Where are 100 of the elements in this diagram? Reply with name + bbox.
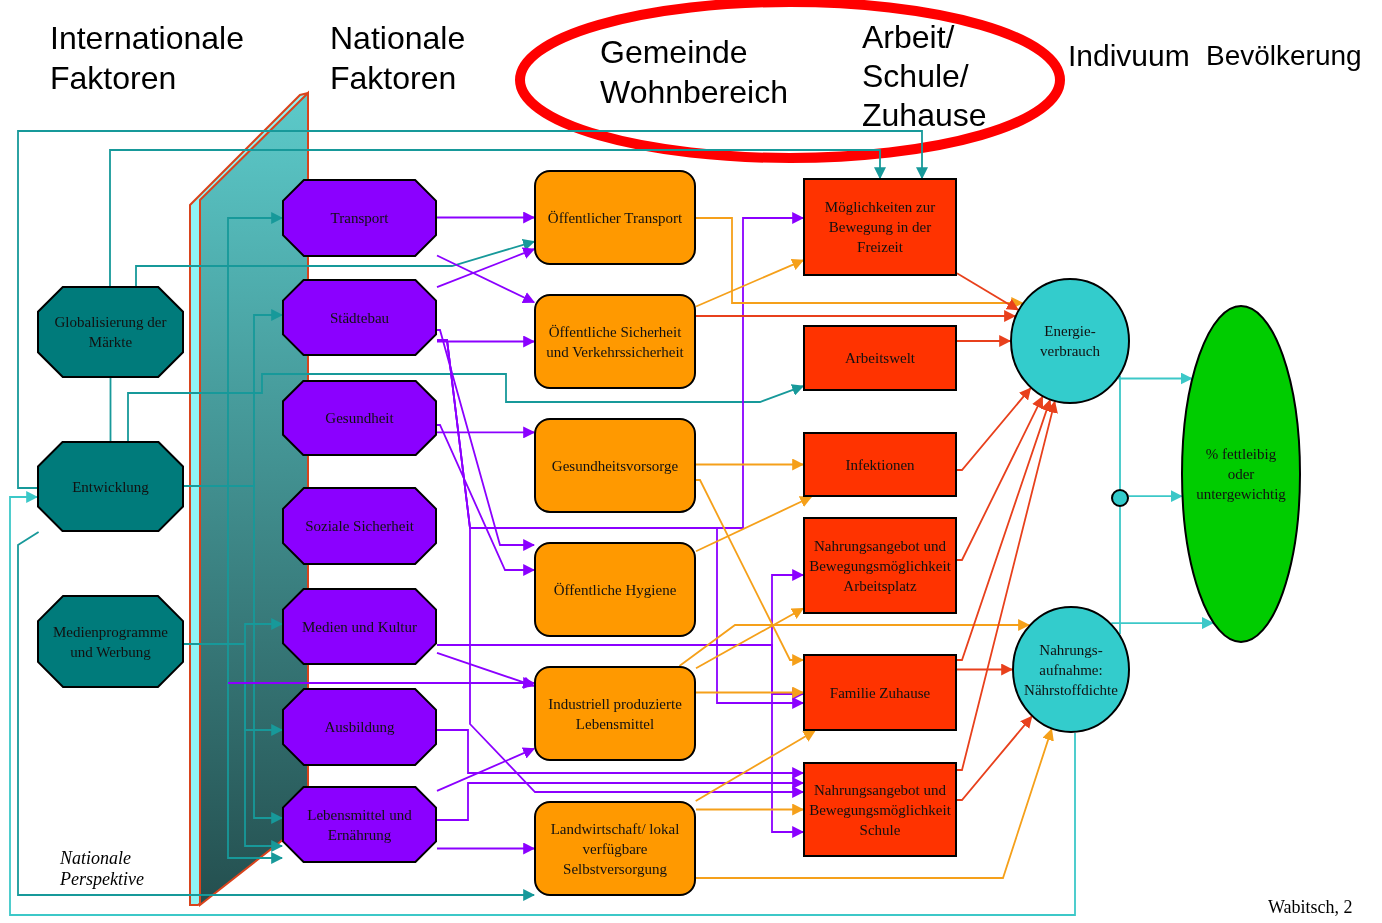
process-box: [803, 178, 957, 276]
arrow: [678, 619, 1031, 667]
octagon-node: [282, 487, 437, 565]
arrow: [436, 652, 536, 689]
rounded-box: [534, 666, 696, 761]
arrow: [436, 842, 536, 855]
node-label: Möglichkeiten zur Bewegung in der Freizeit: [823, 198, 937, 257]
node-label: Infektionen: [845, 455, 915, 475]
node-label: Landwirtschaft/ lokal verfügbare Selbstversorgung: [549, 819, 681, 879]
node-label: Gesundheitsvorsorge: [551, 456, 679, 476]
node-label: Gesundheit: [325, 409, 394, 428]
column-heading: Arbeit/ Schule/ Zuhause: [862, 18, 988, 135]
rounded-box: [534, 418, 696, 513]
arrow: [956, 400, 1058, 771]
arrow: [127, 373, 805, 442]
arrow: [956, 335, 1012, 347]
arrow: [1110, 617, 1214, 630]
process-box: [803, 325, 957, 391]
rounded-box: [534, 542, 696, 637]
node-label: Öffentliche Hygiene: [553, 580, 677, 600]
node-label: Transport: [330, 209, 389, 228]
node-label: Industriell produzierte Lebensmittel: [547, 694, 683, 734]
node-label: Nahrungs- aufnahme: Nährstoffdichte: [1023, 640, 1119, 700]
circle-node: [1010, 278, 1130, 404]
node-label: Familie Zuhause: [829, 683, 931, 703]
process-box: [803, 654, 957, 731]
octagon-node: [37, 286, 184, 378]
arrow: [695, 310, 1017, 322]
column-heading: Bevölkerung: [1206, 39, 1362, 73]
node-label: Nahrungsangebot und Bewegungsmöglichkeit Schule: [808, 780, 952, 840]
arrow: [695, 479, 805, 666]
arrow: [956, 715, 1033, 801]
node-label: Medien und Kultur: [302, 617, 417, 637]
octagon-node: [282, 179, 437, 257]
octagon-node: [282, 786, 437, 863]
arrow: [956, 395, 1044, 561]
column-heading: Nationale Faktoren: [330, 19, 467, 98]
node-label: Globalisierung der Märkte: [53, 313, 168, 352]
arrow: [436, 747, 536, 792]
arrow: [956, 399, 1053, 661]
arrow: [436, 211, 536, 224]
arrow: [956, 387, 1032, 471]
arrow: [695, 803, 805, 816]
process-box: [803, 517, 957, 614]
rounded-box: [534, 170, 696, 265]
connector-line: [109, 377, 112, 442]
process-box: [803, 762, 957, 857]
node-label: Ausbildung: [324, 718, 395, 737]
octagon-node: [37, 441, 184, 532]
arrow: [695, 728, 1054, 879]
arrow: [17, 531, 536, 901]
ellipse-node: [1181, 305, 1301, 643]
arrow: [227, 677, 536, 689]
process-box: [803, 432, 957, 497]
arrow: [17, 130, 928, 489]
octagon-node: [282, 688, 437, 766]
arrow: [436, 335, 536, 348]
octagon-node: [282, 588, 437, 665]
connector-line: [1119, 374, 1121, 490]
node-label: Lebensmittel und Ernährung: [306, 805, 413, 845]
arrow: [436, 329, 536, 551]
arrow: [135, 238, 536, 287]
node-label: Soziale Sicherheit: [305, 517, 414, 536]
source-note: Wabitsch, 2: [1268, 896, 1353, 918]
arrow: [9, 491, 1076, 916]
arrow: [436, 729, 805, 779]
junction-dot: [1111, 489, 1129, 507]
rounded-box: [534, 294, 696, 389]
node-label: % fettleibig oder untergewichtig: [1195, 445, 1287, 504]
node-label: Öffentlicher Transport: [547, 208, 683, 228]
node-label: Entwicklung: [72, 477, 149, 497]
octagon-node: [282, 380, 437, 456]
arrow: [695, 607, 805, 670]
arrow: [694, 730, 816, 802]
arrow: [1117, 372, 1193, 385]
node-label: Arbeitswelt: [845, 349, 915, 368]
node-label: Öffentliche Sicherheit und Verkehrssicherheit: [545, 322, 685, 362]
arrow: [695, 458, 805, 471]
node-label: Nahrungsangebot und Bewegungsmöglichkeit Arbeitsplatz: [808, 536, 952, 596]
connector-line: [1119, 506, 1121, 635]
arrow: [1127, 490, 1183, 503]
arrow: [956, 663, 1014, 676]
octagon-node: [37, 595, 184, 688]
plane-caption: Nationale Perspektive: [60, 848, 145, 890]
arrow: [109, 149, 886, 287]
arrow: [436, 254, 536, 304]
arrow: [436, 247, 536, 289]
arrow: [695, 496, 813, 553]
column-heading: Gemeinde Wohnbereich: [600, 33, 789, 112]
circle-node: [1012, 606, 1130, 733]
arrow: [695, 686, 805, 699]
node-label: Städtebau: [329, 308, 390, 328]
column-heading: Indivuum: [1068, 38, 1190, 74]
arrow: [695, 217, 1024, 309]
node-label: Energie- verbrauch: [1039, 322, 1101, 361]
arrow: [956, 272, 1019, 311]
octagon-node: [282, 279, 437, 356]
arrow: [695, 259, 805, 308]
arrow: [436, 777, 805, 821]
rounded-box: [534, 801, 696, 896]
